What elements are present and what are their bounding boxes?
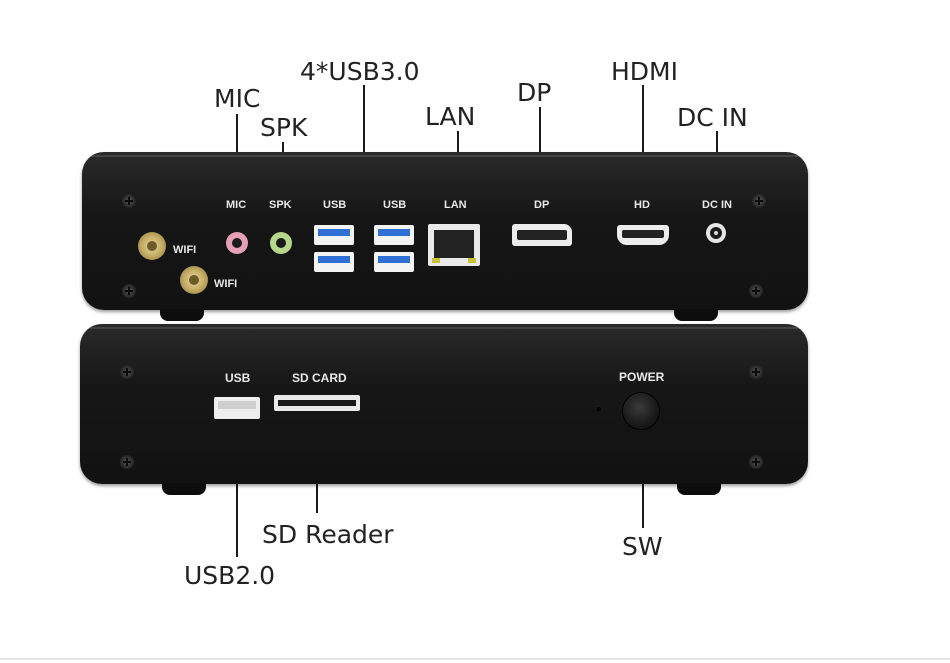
power-button[interactable] [623, 393, 659, 429]
spk-jack-icon [270, 232, 292, 254]
back-foot-right [674, 309, 718, 321]
wifi-label: WIFI [173, 244, 197, 256]
usb3-port-icon [374, 252, 414, 272]
dcin-port-label: DC IN [702, 199, 732, 211]
hdmi-port-label: HD [634, 199, 650, 211]
callout-mic: MIC [214, 84, 261, 113]
bottom-divider [0, 658, 950, 660]
wifi-label: WIFI [214, 278, 238, 290]
mic-jack-icon [226, 232, 248, 254]
usb2-port-icon [214, 397, 260, 419]
screw-icon [749, 455, 763, 469]
callout-usb2: USB2.0 [184, 561, 276, 590]
usb3-port-icon [314, 225, 354, 245]
callout-lan: LAN [425, 102, 476, 131]
callout-hdmi: HDMI [611, 57, 678, 86]
wifi-antenna-icon [138, 232, 166, 260]
front-panel [80, 324, 808, 484]
callout-spk: SPK [260, 113, 308, 142]
power-label: POWER [619, 370, 665, 384]
callout-sd-reader: SD Reader [262, 520, 394, 549]
hdmi-port-icon [617, 225, 669, 245]
sdcard-label: SD CARD [292, 371, 347, 385]
front-foot-right [677, 483, 721, 495]
lan-port-icon [428, 224, 480, 266]
back-panel-edge [90, 155, 800, 157]
lan-port-label: LAN [444, 199, 467, 211]
dp-port-label: DP [534, 199, 550, 211]
screw-icon [120, 365, 134, 379]
leader-usb3-stem [363, 85, 365, 184]
screw-icon [749, 284, 763, 298]
callout-dp: DP [517, 78, 552, 107]
screw-icon [122, 194, 136, 208]
sd-card-slot-icon [274, 395, 360, 411]
usb3-port-icon [374, 225, 414, 245]
callout-sw: SW [622, 532, 663, 561]
usb3-port-icon [314, 252, 354, 272]
dcin-port-icon [706, 223, 726, 243]
callout-dcin: DC IN [677, 103, 748, 132]
screw-icon [120, 455, 134, 469]
screw-icon [752, 194, 766, 208]
leader-usb2 [236, 420, 238, 557]
callout-usb3: 4*USB3.0 [300, 57, 420, 86]
wifi-antenna-icon [180, 266, 208, 294]
spk-port-label: SPK [269, 199, 292, 211]
usb-port-label: USB [383, 199, 407, 211]
indicator-led-icon [596, 407, 601, 412]
mic-port-label: MIC [226, 199, 247, 211]
front-panel-edge [88, 327, 800, 329]
screw-icon [749, 365, 763, 379]
back-foot-left [160, 309, 204, 321]
usb-port-label: USB [323, 199, 347, 211]
front-usb-label: USB [225, 371, 251, 385]
dp-port-icon [512, 224, 572, 246]
screw-icon [122, 284, 136, 298]
front-foot-left [162, 483, 206, 495]
